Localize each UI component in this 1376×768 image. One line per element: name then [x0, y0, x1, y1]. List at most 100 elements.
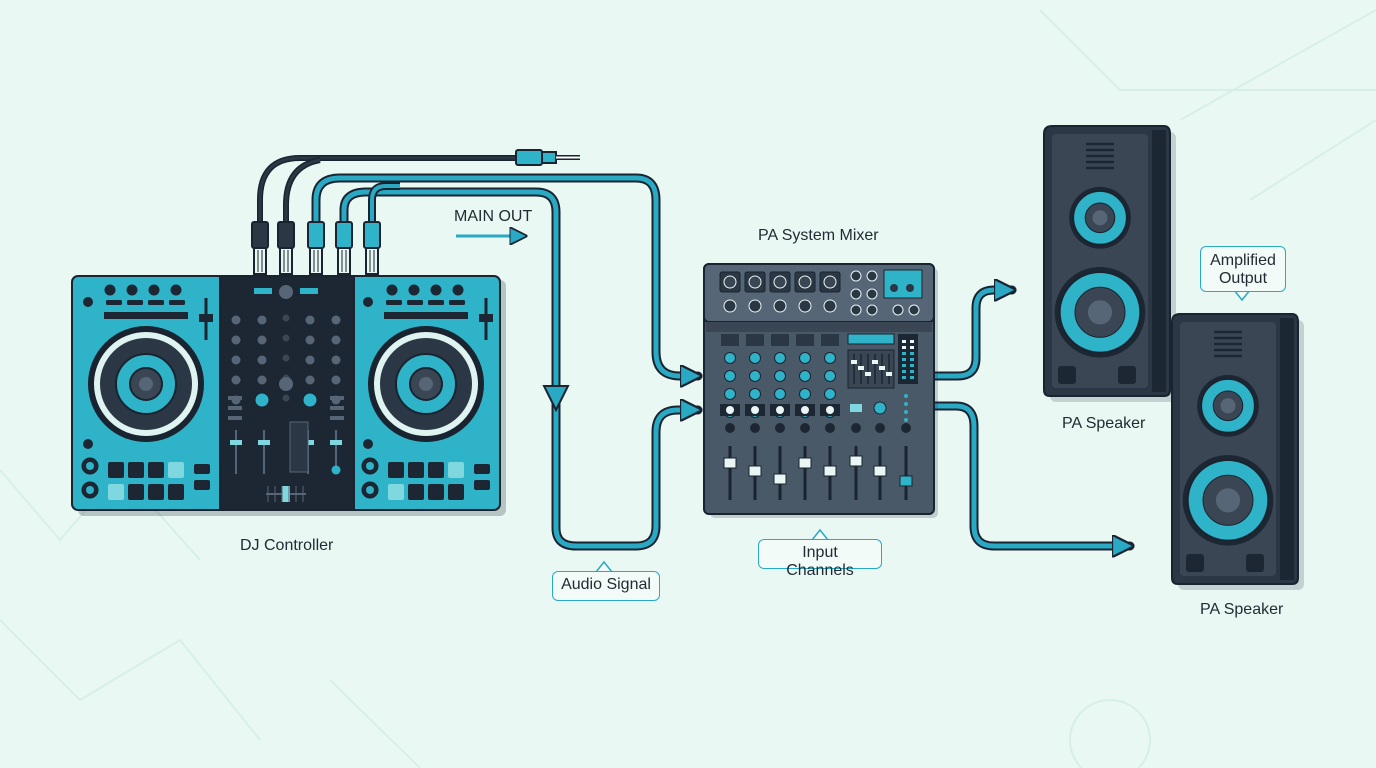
meter-segment: [910, 358, 914, 361]
button: [194, 480, 210, 490]
eq-knob: [257, 355, 267, 365]
cable-plug-body: [279, 247, 293, 275]
cable-plug-body: [309, 247, 323, 275]
eq-slider-cap: [872, 360, 878, 364]
performance-pad: [448, 484, 464, 500]
channel-knob: [824, 370, 836, 382]
channel-knob: [724, 388, 736, 400]
bass-port: [1246, 554, 1264, 572]
master-knob: [851, 423, 861, 433]
button: [407, 300, 423, 305]
master-fader-cap: [899, 475, 913, 487]
aux-jack: [866, 270, 878, 282]
meter-segment: [902, 370, 906, 373]
pa-speaker-bottom: [1171, 313, 1304, 590]
knob: [408, 284, 420, 296]
channel-knob: [799, 370, 811, 382]
channel-knob: [774, 352, 786, 364]
master-knob: [875, 423, 885, 433]
aux-cable-2-core: [284, 158, 321, 232]
knob: [452, 284, 464, 296]
channel-knob: [774, 370, 786, 382]
filter-knob: [279, 377, 293, 391]
cable-plug: [363, 221, 381, 249]
button: [386, 300, 402, 305]
button: [428, 300, 444, 305]
button: [228, 406, 242, 410]
knob: [104, 284, 116, 296]
channel-fader-cap: [723, 457, 737, 469]
knob: [148, 284, 160, 296]
pa-system-mixer: [703, 263, 938, 518]
cable-plug: [251, 221, 269, 249]
audio-signal-callout: Audio Signal: [552, 571, 660, 601]
eq-knob: [231, 315, 241, 325]
woofer-cap: [1087, 300, 1113, 325]
transport-button-light: [86, 462, 94, 470]
button: [850, 404, 862, 412]
performance-pad: [428, 484, 444, 500]
effects-knob: [873, 401, 887, 415]
crossfader-cap: [282, 486, 290, 502]
knob: [363, 439, 373, 449]
jack-input: [798, 299, 812, 313]
cable-plug: [277, 221, 295, 249]
cable-plug: [335, 221, 353, 249]
channel-led: [826, 406, 834, 414]
performance-pad: [168, 462, 184, 478]
eq-knob: [282, 354, 290, 362]
jack-input: [748, 299, 762, 313]
channel-fader-cap: [230, 440, 242, 445]
eq-knob: [331, 315, 341, 325]
channel-strip-header: [821, 334, 839, 346]
performance-pad: [448, 462, 464, 478]
aux-jack: [892, 304, 904, 316]
cue-button: [331, 465, 341, 475]
usb-panel: [883, 269, 923, 299]
eq-slider-cap: [851, 360, 857, 364]
stereo-jack-plug: [515, 149, 580, 166]
channel-led: [726, 406, 734, 414]
eq-knob: [305, 355, 315, 365]
knob: [170, 284, 182, 296]
button: [194, 464, 210, 474]
pan-knob: [725, 423, 735, 433]
meter-segment: [910, 364, 914, 367]
aux-jack: [850, 304, 862, 316]
eq-knob: [331, 375, 341, 385]
eq-slider-cap: [865, 372, 871, 376]
button: [449, 300, 465, 305]
eq-knob: [257, 335, 267, 345]
deck-display: [104, 312, 188, 319]
channel-knob: [799, 352, 811, 364]
xlr-socket: [798, 275, 812, 289]
signal-direction-arrow: [542, 385, 570, 413]
button: [474, 480, 490, 490]
performance-pad: [108, 484, 124, 500]
eq-knob: [231, 335, 241, 345]
meter-segment: [910, 370, 914, 373]
pan-knob: [825, 423, 835, 433]
tweeter-cap: [1220, 398, 1236, 414]
speaker-side: [1280, 318, 1294, 580]
performance-pad: [148, 484, 164, 500]
jack-input: [773, 299, 787, 313]
channel-knob: [749, 388, 761, 400]
background-decoration: [0, 9, 1376, 768]
aux-jack: [850, 270, 862, 282]
eq-knob: [282, 314, 290, 322]
jack-input: [823, 299, 837, 313]
channel-led: [751, 406, 759, 414]
button: [330, 406, 344, 410]
vu-meter: [289, 421, 309, 473]
pitch-fader-cap: [199, 314, 213, 322]
cable-plug: [307, 221, 325, 249]
meter-segment: [910, 340, 914, 343]
channel-strip-header: [771, 334, 789, 346]
channel-fader-cap: [330, 440, 342, 445]
button: [127, 300, 143, 305]
aux-jack: [850, 288, 862, 300]
button: [330, 416, 344, 420]
